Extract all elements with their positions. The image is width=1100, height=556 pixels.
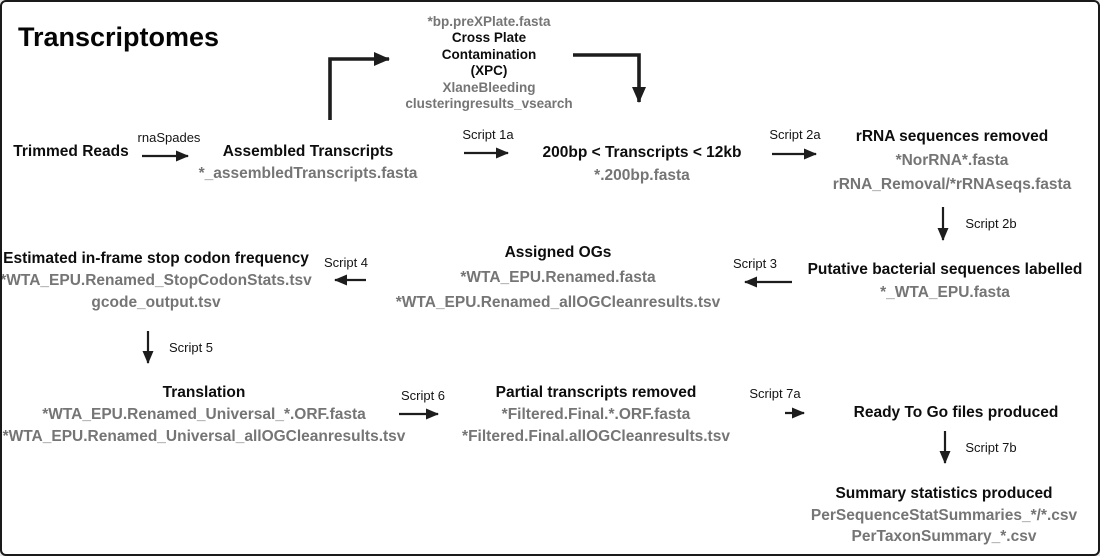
node-file: *_assembledTranscripts.fasta xyxy=(198,165,418,182)
node-size-filtered: 200bp < Transcripts < 12kb *.200bp.fasta xyxy=(542,141,741,187)
node-title: Estimated in-frame stop codon frequency xyxy=(3,250,309,267)
node-title: Partial transcripts removed xyxy=(495,384,697,401)
arrow-label-script-3: Script 3 xyxy=(732,256,778,271)
node-rrna-removed: rRNA sequences removed *NorRNA*.fasta rR… xyxy=(833,125,1072,197)
node-file: *WTA_EPU.Renamed_StopCodonStats.tsv xyxy=(0,272,312,289)
node-ready-to-go: Ready To Go files produced xyxy=(854,402,1059,424)
node-title: Contamination xyxy=(441,46,537,62)
node-file: rRNA_Removal/*rRNAseqs.fasta xyxy=(832,176,1072,193)
node-file: PerTaxonSummary_*.csv xyxy=(851,528,1037,545)
node-partial-removed: Partial transcripts removed *Filtered.Fi… xyxy=(462,382,730,448)
arrow-label-script-2a: Script 2a xyxy=(769,127,821,142)
node-file: *WTA_EPU.Renamed_Universal_*.ORF.fasta xyxy=(42,406,366,423)
node-file: *WTA_EPU.Renamed.fasta xyxy=(460,269,656,286)
arrow-label-script-2b: Script 2b xyxy=(965,216,1017,231)
node-file: *Filtered.Final.*.ORF.fasta xyxy=(501,406,691,423)
arrow-label-script-1a: Script 1a xyxy=(462,127,514,142)
node-title: 200bp < Transcripts < 12kb xyxy=(542,144,742,161)
node-assembled-transcripts: Assembled Transcripts *_assembledTranscr… xyxy=(199,141,418,185)
node-file: *_WTA_EPU.fasta xyxy=(880,284,1010,301)
arrow-label-script-6: Script 6 xyxy=(400,388,446,403)
node-file: clusteringresults_vsearch xyxy=(405,96,573,112)
node-file: *Filtered.Final.allOGCleanresults.tsv xyxy=(462,428,730,445)
node-file: *bp.preXPlate.fasta xyxy=(427,14,551,29)
node-title: Trimmed Reads xyxy=(13,143,129,160)
node-title: Translation xyxy=(162,384,246,401)
arrow-to-xpc xyxy=(328,52,390,120)
node-title: Ready To Go files produced xyxy=(853,404,1059,421)
node-file: *WTA_EPU.Renamed_allOGCleanresults.tsv xyxy=(395,294,721,311)
arrow-label-script-7b: Script 7b xyxy=(965,440,1017,455)
node-title: Cross Plate xyxy=(451,30,527,46)
node-summary-stats: Summary statistics produced PerSequenceS… xyxy=(811,483,1077,548)
page-title: Transcriptomes xyxy=(18,22,220,52)
node-title: (XPC) xyxy=(470,63,508,79)
node-title: rRNA sequences removed xyxy=(855,128,1049,145)
arrow-label-script-7a: Script 7a xyxy=(749,386,801,401)
arrow-label-rnaspades: rnaSpades xyxy=(137,130,201,145)
node-trimmed-reads: Trimmed Reads xyxy=(13,141,128,163)
node-file: *NorRNA*.fasta xyxy=(895,152,1009,169)
node-file: XlaneBleeding xyxy=(442,79,536,95)
node-file: PerSequenceStatSummaries_*/*.csv xyxy=(810,506,1078,524)
node-title: Assigned OGs xyxy=(504,244,612,261)
node-file: *WTA_EPU.Renamed_Universal_allOGCleanres… xyxy=(2,428,406,445)
node-title: Assembled Transcripts xyxy=(222,143,394,160)
node-putative-bacterial: Putative bacterial sequences labelled *_… xyxy=(808,258,1083,304)
arrow-label-script-5: Script 5 xyxy=(168,340,214,355)
arrow-from-xpc xyxy=(573,53,646,103)
node-assigned-ogs: Assigned OGs *WTA_EPU.Renamed.fasta *WTA… xyxy=(396,240,720,315)
node-title: Summary statistics produced xyxy=(835,485,1053,502)
node-file: *.200bp.fasta xyxy=(594,167,690,184)
node-file: gcode_output.tsv xyxy=(91,294,221,311)
node-cross-plate-contamination: *bp.preXPlate.fasta Cross Plate Contamin… xyxy=(405,14,572,112)
arrow-label-script-4: Script 4 xyxy=(323,255,369,270)
node-stop-codon-frequency: Estimated in-frame stop codon frequency … xyxy=(0,248,312,314)
node-translation: Translation *WTA_EPU.Renamed_Universal_*… xyxy=(3,382,406,448)
node-title: Putative bacterial sequences labelled xyxy=(807,261,1083,278)
